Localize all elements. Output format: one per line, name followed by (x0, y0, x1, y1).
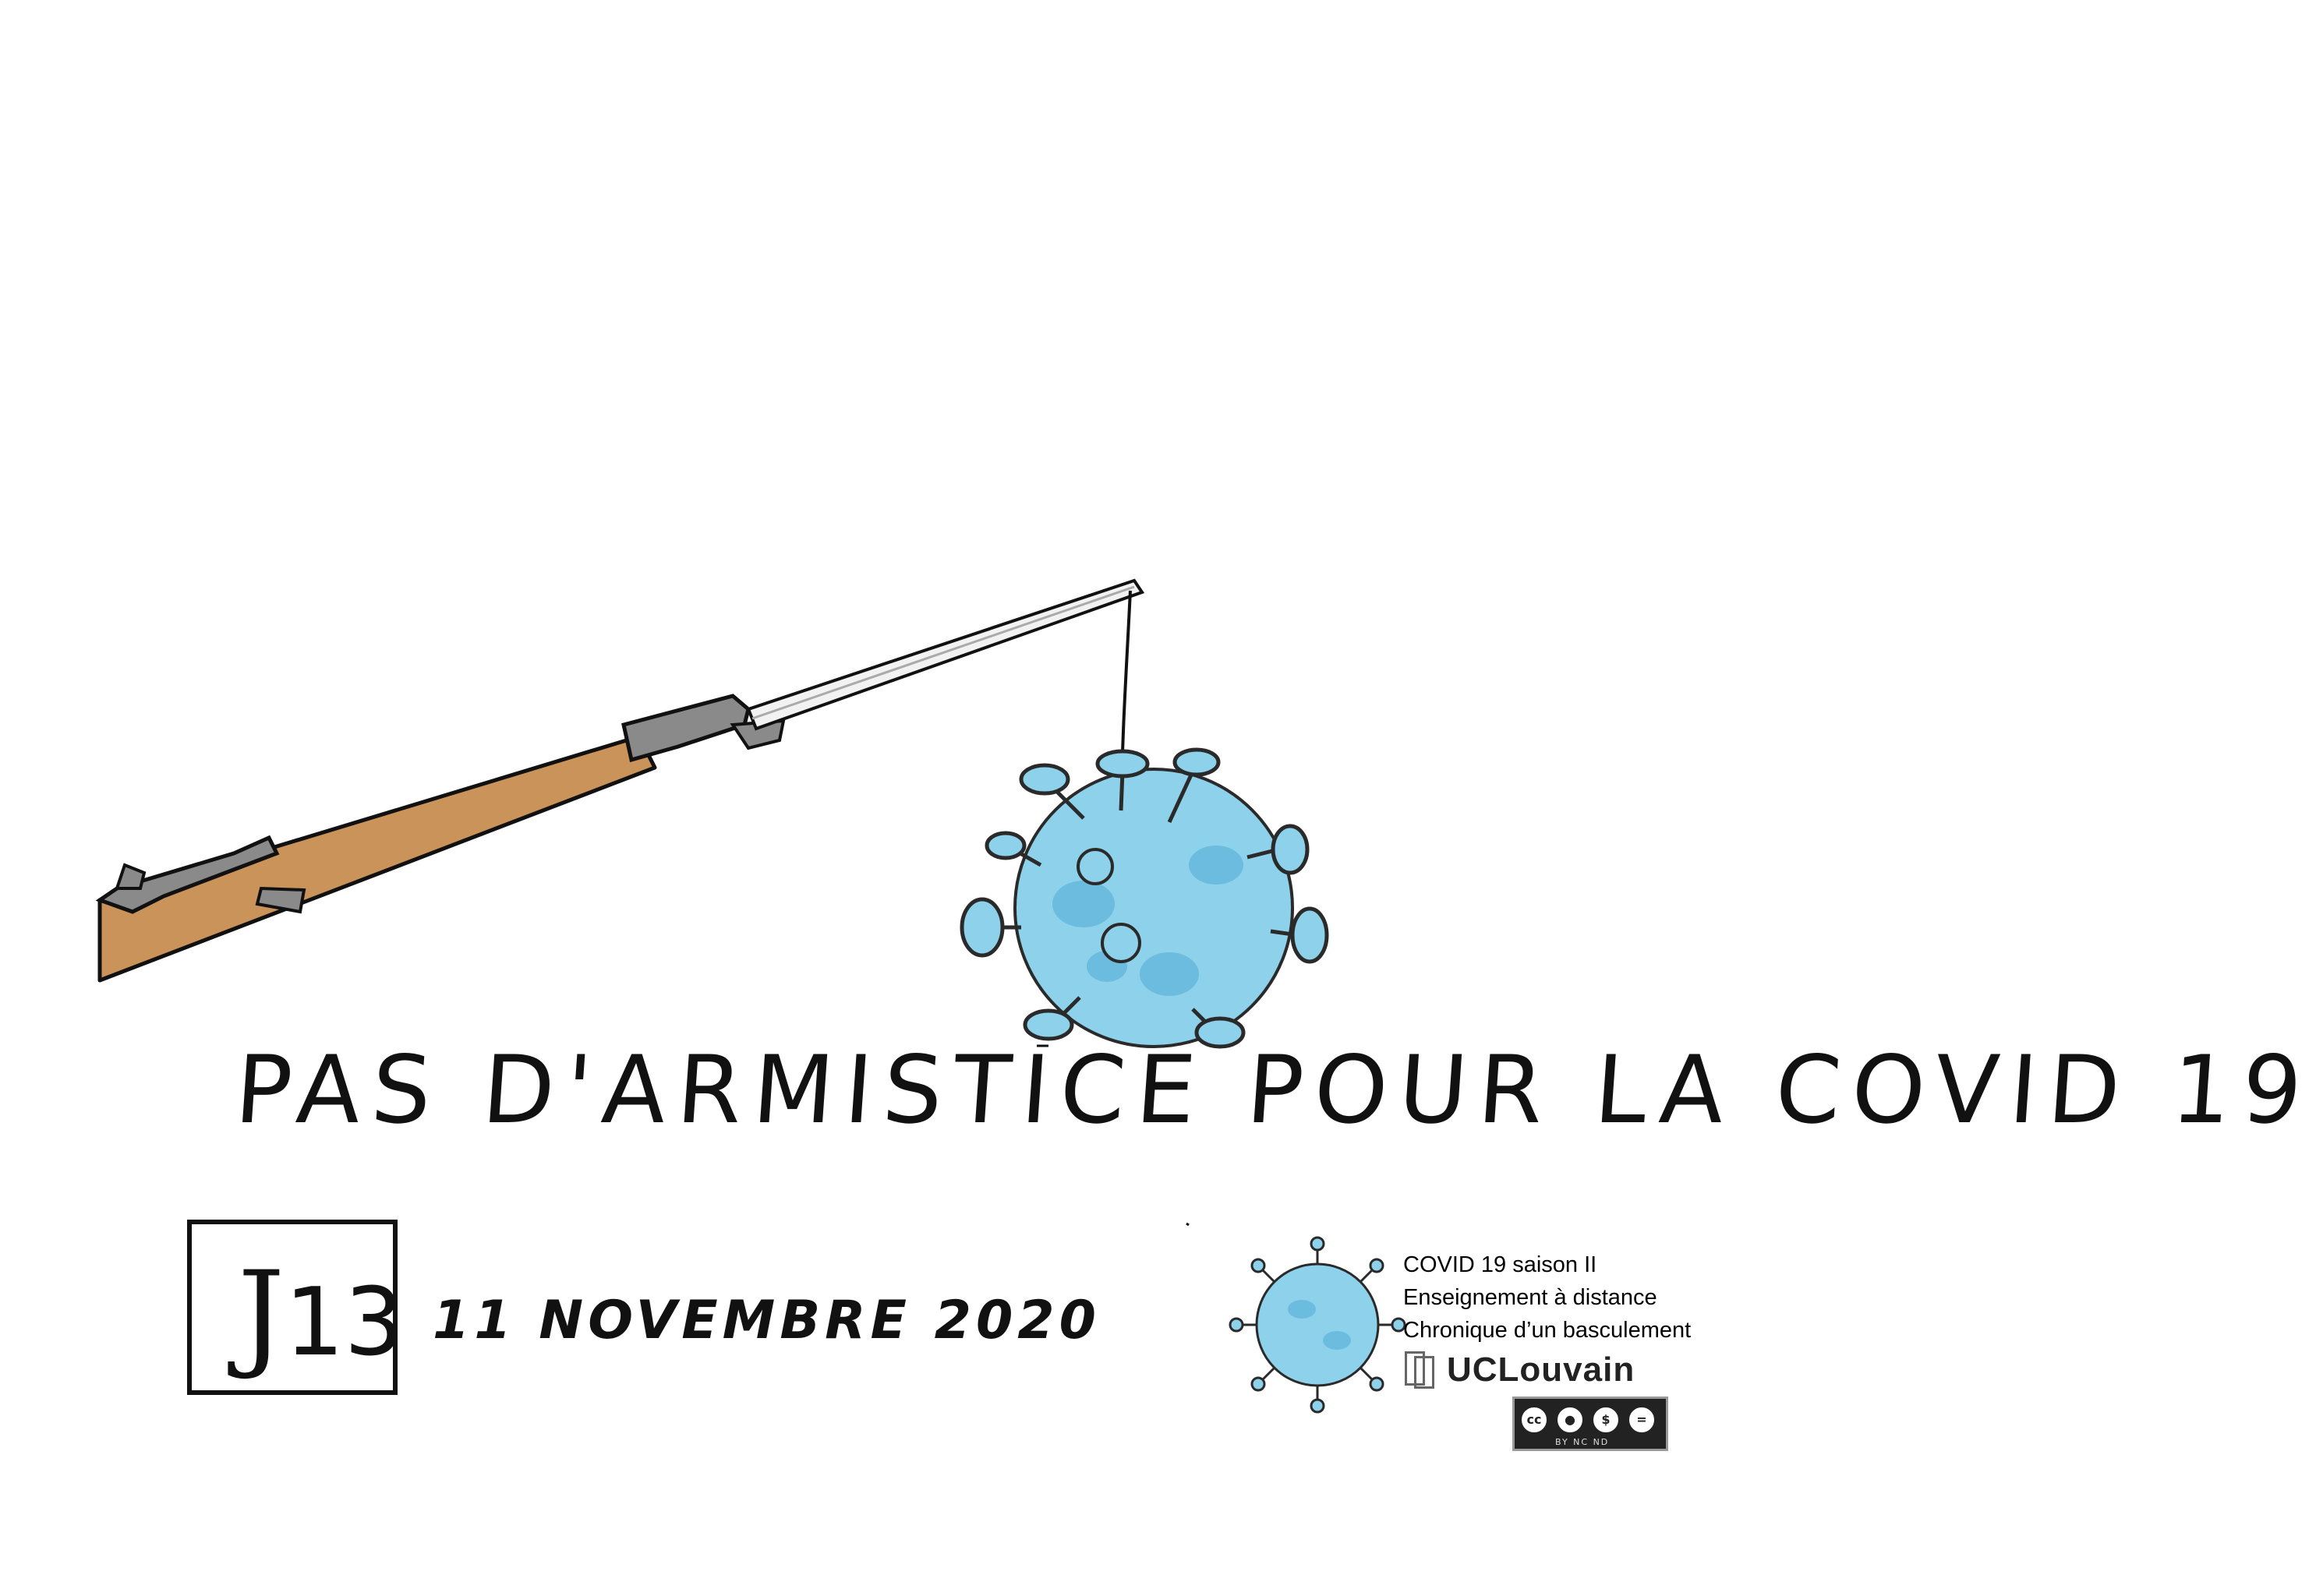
virus-logo-icon (1229, 1236, 1406, 1414)
brand-name: UCLouvain (1447, 1351, 1635, 1389)
nd-icon: = (1627, 1405, 1657, 1435)
nc-icon: $ (1591, 1405, 1621, 1435)
credits-line-3: Chronique d’un basculement (1403, 1318, 1692, 1343)
cartoon-canvas: PAS D'ARMISTICE POUR LA COVID 19 J13 11 … (95, 578, 2316, 1451)
credits-line-2: Enseignement à distance (1403, 1285, 1657, 1310)
by-icon: ● (1555, 1405, 1585, 1435)
credits-line-1: COVID 19 saison II (1403, 1252, 1597, 1277)
day-number: 13 (285, 1269, 404, 1377)
uclouvain-logo-icon (1405, 1351, 1439, 1389)
rifle-icon (95, 578, 1145, 983)
headline: PAS D'ARMISTICE POUR LA COVID 19 (232, 1036, 2316, 1145)
day-badge-frame (187, 1220, 398, 1395)
day-badge: J13 (238, 1247, 404, 1382)
license-labels: BY NC ND (1555, 1437, 1610, 1447)
date: 11 NOVEMBRE 2020 (433, 1290, 1101, 1351)
cc-circle: cc (1519, 1405, 1549, 1435)
creative-commons-icon: cc ● $ = BY NC ND (1512, 1396, 1668, 1451)
virus-icon (960, 747, 1329, 1049)
uclouvain-logo: UCLouvain (1405, 1347, 1635, 1393)
credits: COVID 19 saison II Enseignement à distan… (1403, 1248, 1691, 1347)
illustration (95, 578, 1406, 1414)
day-letter: J (238, 1247, 285, 1382)
